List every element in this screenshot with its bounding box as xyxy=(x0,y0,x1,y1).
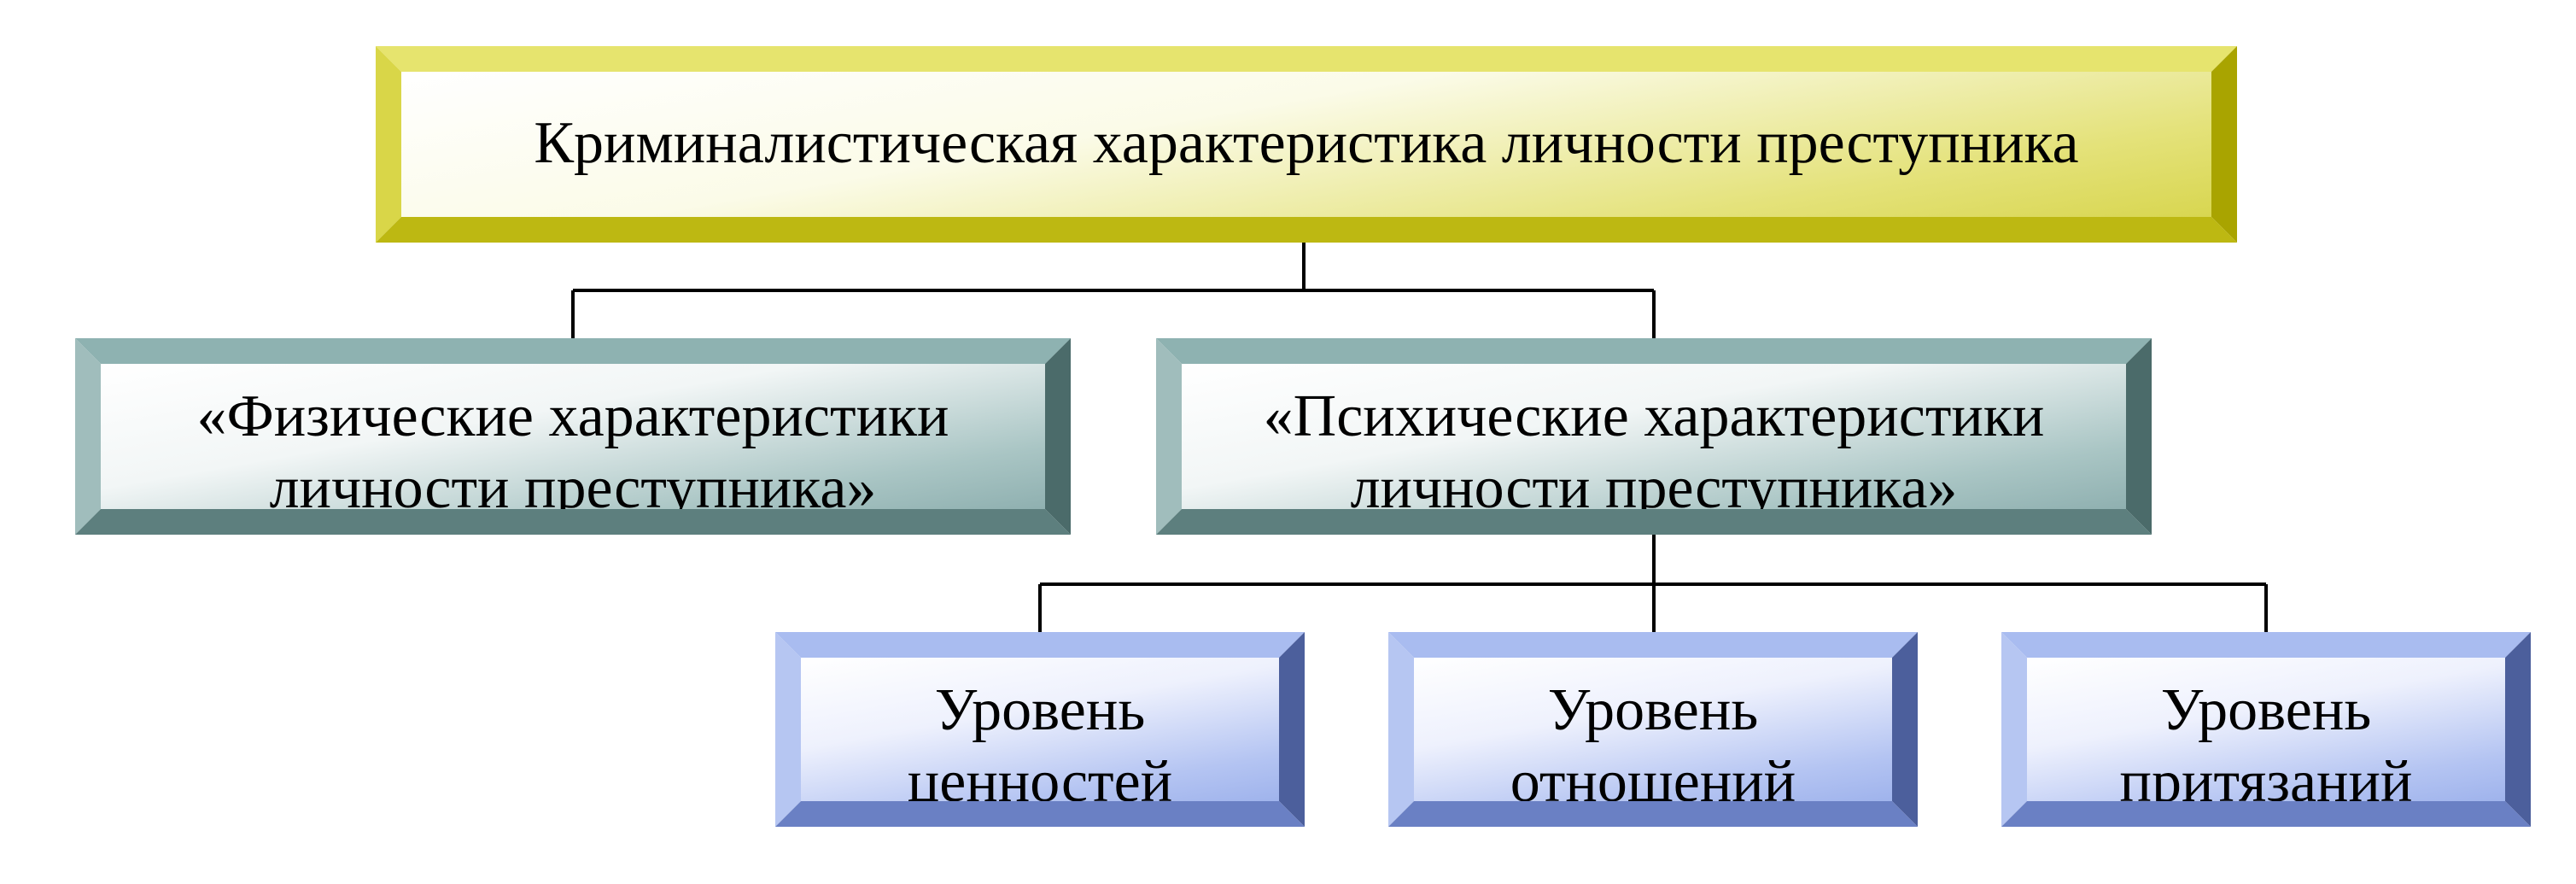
node-psychical-label-line2: личности преступника» xyxy=(1350,455,1958,509)
connector-root-to-level2 xyxy=(571,243,1656,338)
node-root-label: Криминалистическая характеристика личнос… xyxy=(534,110,2079,176)
node-level-of-values: Уровень ценностей xyxy=(775,632,1305,827)
node-physical-label-line2: личности преступника» xyxy=(269,455,877,509)
node-physical-label-line1: «Физические характеристики xyxy=(196,383,949,449)
node-level-of-relations: Уровень отношений xyxy=(1388,632,1918,827)
node-claims-label-line2: притязаний xyxy=(2119,749,2413,801)
bevel-frame xyxy=(1388,632,1918,827)
node-relations-label-line2: отношений xyxy=(1510,749,1796,801)
node-criminalistic-characteristic: Криминалистическая характеристика личнос… xyxy=(376,46,2237,243)
bevel-frame xyxy=(2001,632,2531,827)
node-face: «Физические характеристики личности прес… xyxy=(101,364,1045,509)
node-face: Уровень отношений xyxy=(1414,658,1892,801)
node-psychical-label-line1: «Психические характеристики xyxy=(1263,383,2045,449)
node-face: Уровень ценностей xyxy=(801,658,1279,801)
node-physical-characteristics: «Физические характеристики личности прес… xyxy=(75,338,1071,535)
node-relations-label-line1: Уровень xyxy=(1547,677,1759,743)
node-claims-label-line1: Уровень xyxy=(2160,677,2372,743)
node-face: «Психические характеристики личности пре… xyxy=(1182,364,2126,509)
node-face: Криминалистическая характеристика личнос… xyxy=(401,72,2211,217)
node-face: Уровень притязаний xyxy=(2027,658,2505,801)
connector-psych-to-level3 xyxy=(1038,535,2268,632)
bevel-frame xyxy=(75,338,1071,535)
bevel-frame xyxy=(775,632,1305,827)
bevel-frame xyxy=(376,46,2237,243)
bevel-frame xyxy=(1156,338,2152,535)
node-values-label-line1: Уровень xyxy=(934,677,1146,743)
node-values-label-line2: ценностей xyxy=(907,749,1173,801)
node-level-of-claims: Уровень притязаний xyxy=(2001,632,2531,827)
node-psychical-characteristics: «Психические характеристики личности пре… xyxy=(1156,338,2152,535)
